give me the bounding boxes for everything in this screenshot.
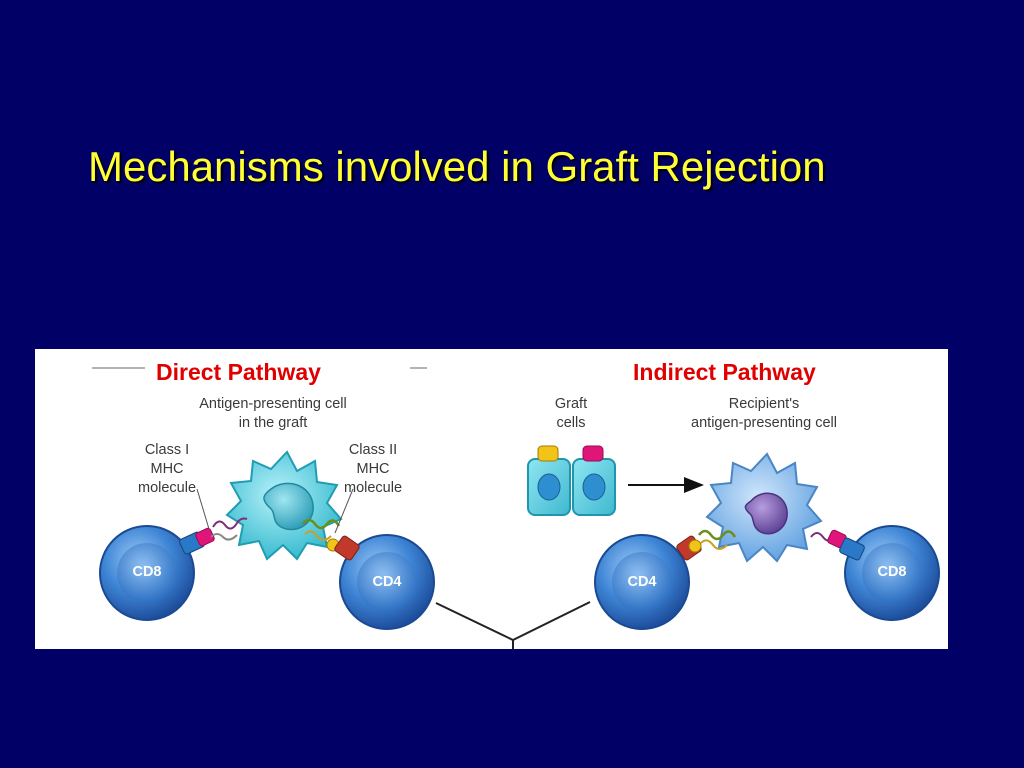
class-i-mhc-label: Class I MHC molecule bbox=[137, 442, 197, 496]
recipient-apc bbox=[705, 452, 823, 563]
cd8-label-direct: CD8 bbox=[132, 564, 162, 580]
class-ii-mhc-complex bbox=[302, 518, 360, 561]
cd8-label-indirect: CD8 bbox=[877, 564, 907, 580]
cd8-t-cell-indirect bbox=[844, 525, 940, 621]
class-i-pointer bbox=[196, 488, 210, 530]
bottom-connector bbox=[435, 601, 591, 642]
indirect-class-i-complex bbox=[810, 529, 865, 561]
diagram-graphics bbox=[92, 367, 940, 649]
indirect-class-ii-complex bbox=[676, 529, 737, 561]
cd4-t-cell-direct bbox=[339, 534, 435, 630]
recipient-apc-label: Recipient's antigen-presenting cell bbox=[691, 396, 837, 431]
slide-title: Mechanisms involved in Graft Rejection bbox=[88, 143, 826, 190]
class-ii-mhc-label: Class II MHC molecule bbox=[343, 442, 403, 496]
donor-apc-label: Antigen-presenting cell in the graft bbox=[199, 396, 347, 431]
cd4-label-indirect: CD4 bbox=[627, 574, 657, 590]
indirect-pathway-heading: Indirect Pathway bbox=[633, 359, 816, 385]
class-i-mhc-complex bbox=[179, 517, 248, 555]
graft-cells-label: Graft cells bbox=[554, 396, 588, 431]
donor-apc bbox=[225, 450, 343, 561]
direct-pathway-heading: Direct Pathway bbox=[156, 359, 321, 385]
class-ii-pointer bbox=[334, 488, 354, 534]
cd8-t-cell-direct bbox=[99, 525, 195, 621]
graft-rejection-diagram: Direct Pathway Antigen-presenting cell i… bbox=[35, 349, 948, 649]
cd4-label-direct: CD4 bbox=[372, 574, 402, 590]
graft-cells bbox=[527, 445, 616, 516]
cd4-t-cell-indirect bbox=[594, 534, 690, 630]
